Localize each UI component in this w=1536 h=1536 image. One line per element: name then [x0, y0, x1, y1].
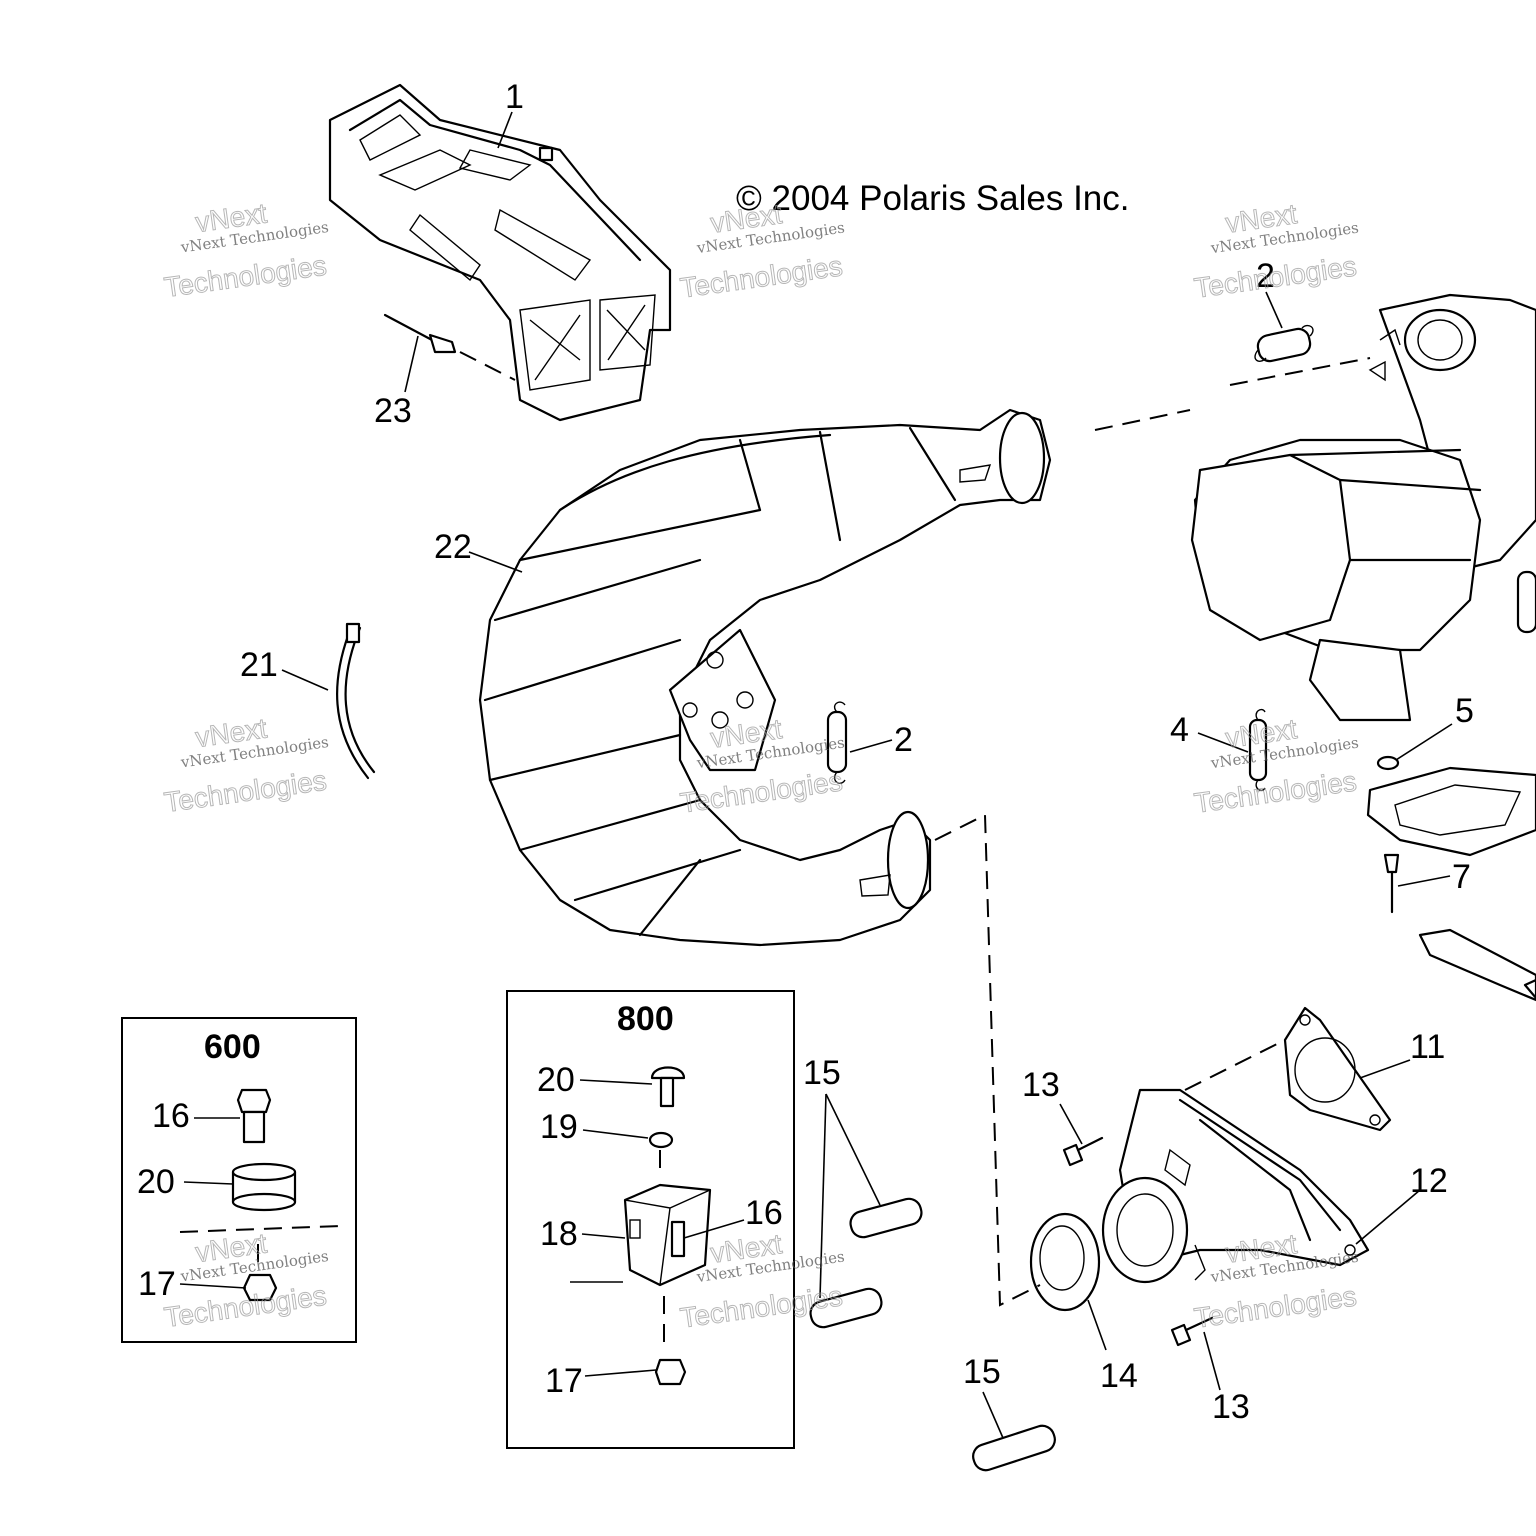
callout-16-800: 16: [745, 1194, 783, 1232]
callout-20-800: 20: [537, 1061, 575, 1099]
part-11-gasket: [1184, 1006, 1392, 1132]
part-5-washer: [1376, 755, 1400, 771]
callout-18-800: 18: [540, 1215, 578, 1253]
part-7-rivet: [1383, 853, 1400, 914]
callout-2-center: 2: [894, 721, 913, 759]
part-22-expansion-chamber: [478, 408, 1052, 947]
watermark-3-big-b: Technologies: [1192, 250, 1358, 303]
callout-16-600: 16: [152, 1097, 190, 1135]
watermark-5-big-b: Technologies: [678, 765, 844, 818]
watermark-7: vNext Technologies vNext Technologies: [162, 1227, 330, 1334]
pipe-to-manifold-line: [934, 813, 1041, 1307]
part-2-spring-center: [826, 701, 848, 784]
gasket-oval: [1366, 766, 1536, 857]
part-1-bracket: [328, 83, 672, 422]
callout-22: 22: [434, 528, 472, 566]
watermark-1-big-b: Technologies: [162, 250, 328, 303]
copyright-text: © 2004 Polaris Sales Inc.: [736, 179, 1130, 218]
part-16-bolt-600: [236, 1088, 272, 1144]
part-4-spring: [1248, 708, 1268, 792]
part-15-spring-c: [972, 1424, 1056, 1472]
part-15-spring-a: [849, 1197, 923, 1239]
part-20-bolt-800: [650, 1066, 686, 1108]
bracket-edge: [1418, 928, 1536, 1002]
watermark-3: vNext Technologies vNext Technologies: [1192, 198, 1360, 305]
leader-lines: [179, 111, 1453, 1439]
callout-19-800: 19: [540, 1108, 578, 1146]
watermark-4-big-b: Technologies: [162, 765, 328, 818]
callout-17-800: 17: [545, 1362, 583, 1400]
part-15-spring-b: [809, 1287, 883, 1329]
part-2-spring-top: [1229, 324, 1371, 386]
callout-13-top: 13: [1022, 1066, 1060, 1104]
pipe-to-muffler-line: [1094, 409, 1191, 431]
watermark-2-big-b: Technologies: [678, 250, 844, 303]
callout-15-a: 15: [803, 1054, 841, 1092]
part-14-ring-gasket: [1029, 1212, 1101, 1312]
watermark-6-big-b: Technologies: [1192, 765, 1358, 818]
callout-15-b: 15: [963, 1353, 1001, 1391]
callout-7: 7: [1452, 858, 1471, 896]
callout-5: 5: [1455, 692, 1474, 730]
part-23-rivet: [383, 313, 516, 381]
callout-20-600: 20: [137, 1163, 175, 1201]
callouts: 1 2 23 22 21 2 4 5 7 11 12 13 13 14 15 1…: [137, 78, 1474, 1426]
part-16-bolt-800: [670, 1220, 686, 1258]
box-600-title: 600: [204, 1028, 261, 1066]
part-13-bolt-top: [1062, 1136, 1104, 1167]
watermark-9-big-b: Technologies: [1192, 1280, 1358, 1333]
callout-4: 4: [1170, 711, 1189, 749]
callout-23: 23: [374, 392, 412, 430]
part-19-washer-800: [648, 1131, 674, 1149]
part-12-manifold: [1101, 1088, 1370, 1284]
box-800: 800: [506, 990, 795, 1449]
part-13-bolt-bottom: [1170, 1316, 1214, 1347]
part-21-strap: [335, 622, 376, 780]
part-17-nut-800: [654, 1358, 687, 1386]
spring-edge: [1516, 570, 1536, 634]
muffler: [1190, 293, 1536, 722]
callout-14: 14: [1100, 1357, 1138, 1395]
callout-21: 21: [240, 646, 278, 684]
callout-2-top: 2: [1256, 257, 1275, 295]
part-18-mount-800: [623, 1183, 712, 1287]
callout-11: 11: [1410, 1028, 1445, 1066]
watermark-4: vNext Technologies vNext Technologies: [162, 712, 330, 819]
watermark-1: vNext Technologies vNext Technologies: [162, 197, 330, 304]
box-600: 600: [121, 1017, 357, 1343]
callout-13-bottom: 13: [1212, 1388, 1250, 1426]
callout-17-600: 17: [138, 1265, 176, 1303]
box-800-title: 800: [617, 1000, 674, 1038]
callout-1: 1: [505, 78, 524, 116]
callout-12: 12: [1410, 1162, 1448, 1200]
part-20-bushing-600: [231, 1162, 297, 1212]
watermark-6: vNext Technologies vNext Technologies: [1192, 713, 1360, 820]
